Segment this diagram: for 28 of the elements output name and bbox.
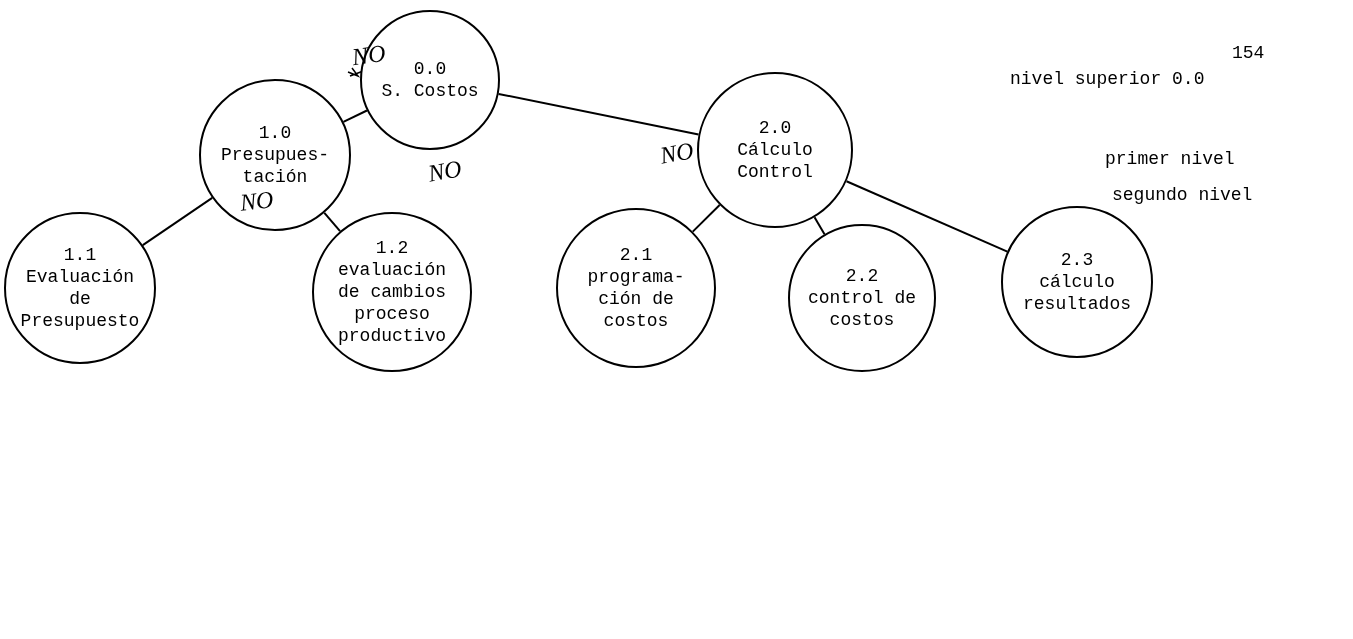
- process-number: 1.2: [374, 237, 410, 259]
- level-label: segundo nivel: [1112, 184, 1253, 206]
- process-name: control de costos: [807, 287, 917, 331]
- process-name: evaluación de cambios proceso productivo: [337, 259, 447, 347]
- process-number: 1.0: [257, 122, 293, 144]
- handwritten-note: NO: [238, 186, 275, 216]
- handwritten-note: NO: [658, 137, 696, 169]
- process-name: Cálculo Control: [736, 139, 814, 183]
- connector-line: [845, 180, 1009, 253]
- process-number: 1.1: [62, 244, 98, 266]
- connector-line: [691, 203, 721, 233]
- connector-line: [813, 216, 826, 236]
- handwritten-note: NO: [426, 155, 464, 187]
- process-name: Evaluación de Presupuesto: [19, 266, 141, 332]
- process-name: cálculo resultados: [1022, 271, 1132, 315]
- process-name: Presupues- tación: [220, 144, 330, 188]
- level-label: nivel superior 0.0: [1010, 68, 1205, 90]
- connector-line: [141, 196, 214, 247]
- process-number: 2.1: [618, 244, 654, 266]
- level-label: primer nivel: [1105, 148, 1235, 170]
- process-name: S. Costos: [380, 80, 480, 102]
- level-label: 154: [1232, 42, 1265, 64]
- process-number: 2.0: [757, 117, 793, 139]
- process-number: 2.2: [844, 265, 880, 287]
- process-name: programa- ción de costos: [586, 266, 686, 332]
- connector-line: [342, 109, 368, 123]
- process-number: 0.0: [412, 58, 448, 80]
- process-number: 2.3: [1059, 249, 1095, 271]
